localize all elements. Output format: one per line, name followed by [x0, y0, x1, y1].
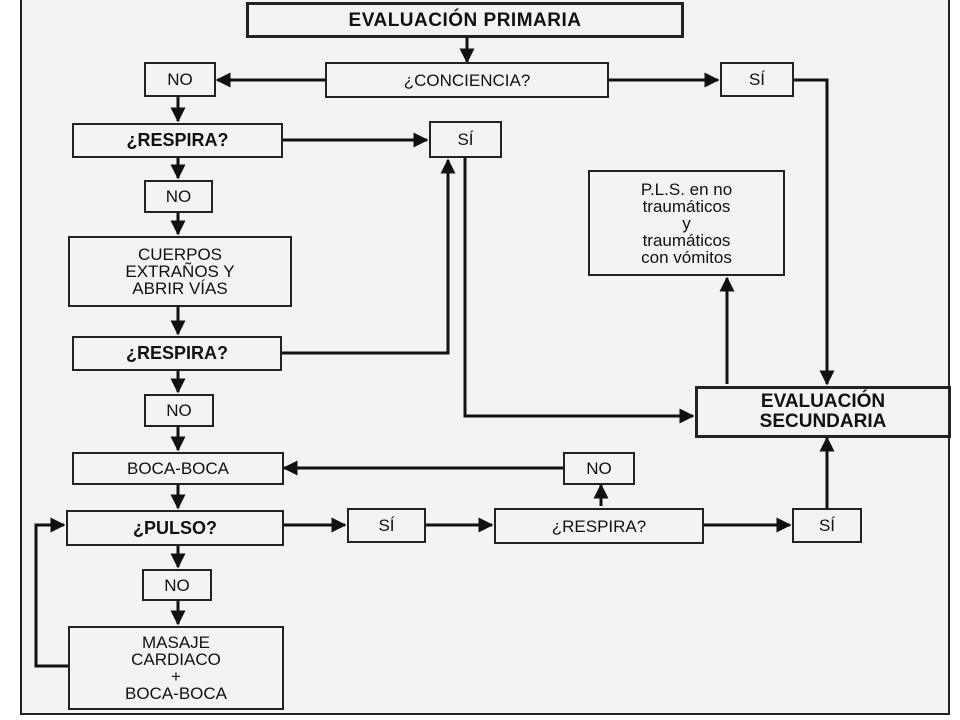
node-respira-no-1: NO	[144, 180, 213, 213]
node-masaje-cardiaco: MASAJE CARDIACO + BOCA-BOCA	[68, 626, 284, 710]
edge-respira2-to-si	[282, 158, 456, 355]
edge-si-respira-to-evalsecundaria	[463, 158, 695, 424]
node-conciencia-si: SÍ	[720, 62, 794, 97]
node-respira-si-3: SÍ	[792, 508, 862, 543]
node-pls: P.L.S. en no traumáticos y traumáticos c…	[588, 170, 785, 276]
node-pulso-si: SÍ	[347, 508, 426, 543]
edge-si-conciencia-to-evalsecundaria	[794, 78, 835, 386]
node-cuerpos-extranos: CUERPOS EXTRAÑOS Y ABRIR VÍAS	[68, 236, 292, 307]
node-evaluacion-secundaria: EVALUACIÓN SECUNDARIA	[695, 386, 951, 438]
node-respira-question-1: ¿RESPIRA?	[72, 123, 283, 158]
node-respira-no-2: NO	[144, 394, 214, 427]
node-pulso-no: NO	[142, 569, 212, 601]
node-conciencia-question: ¿CONCIENCIA?	[325, 62, 609, 98]
node-evaluacion-primaria: EVALUACIÓN PRIMARIA	[246, 2, 684, 38]
node-boca-boca: BOCA-BOCA	[72, 452, 284, 485]
node-respira-question-3: ¿RESPIRA?	[494, 508, 704, 544]
node-respira-question-2: ¿RESPIRA?	[72, 336, 282, 371]
node-conciencia-no: NO	[144, 62, 216, 97]
node-respira-si: SÍ	[429, 121, 502, 158]
node-respira-no-3: NO	[563, 452, 635, 485]
node-pulso-question: ¿PULSO?	[66, 510, 284, 546]
edge-masaje-loop-to-pulso	[34, 517, 68, 668]
